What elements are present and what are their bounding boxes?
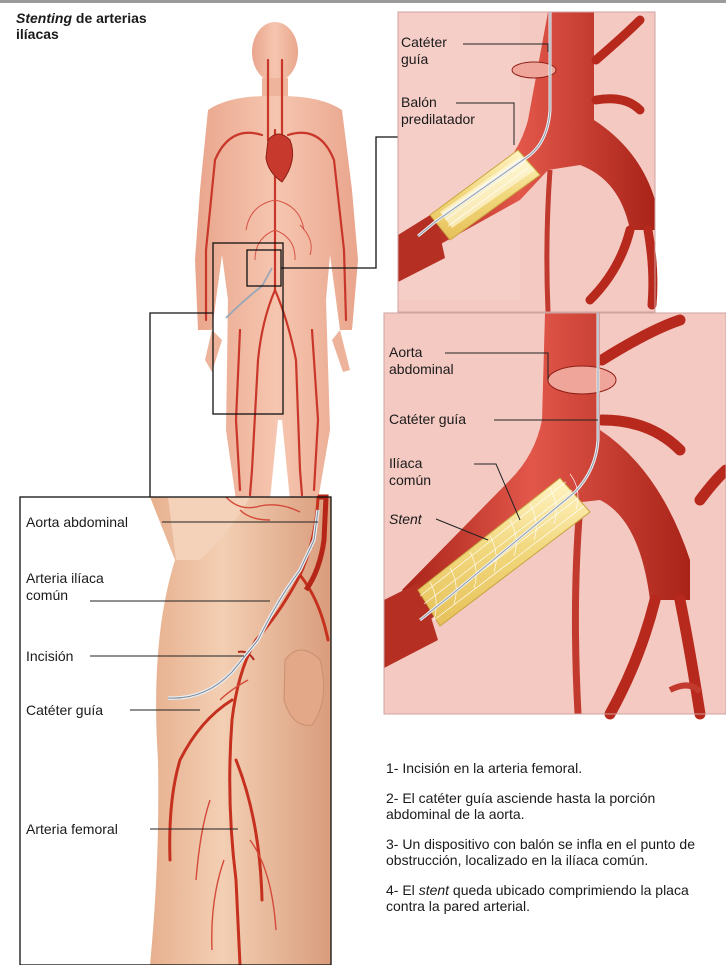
- steps-list: 1- Incisión en la arteria femoral. 2- El…: [386, 760, 721, 928]
- label-arteria-femoral: Arteria femoral: [26, 821, 118, 838]
- label-text: Catéter guía: [389, 411, 466, 427]
- label-text: predilatador: [401, 111, 475, 127]
- label-text: Catéter guía: [26, 702, 103, 718]
- label-iliaca-comun: Ilíaca común: [389, 455, 431, 489]
- label-text: abdominal: [389, 361, 454, 377]
- step-1: 1- Incisión en la arteria femoral.: [386, 760, 721, 776]
- step-3: 3- Un dispositivo con balón se infla en …: [386, 836, 721, 868]
- label-cateter-guia-left: Catéter guía: [26, 702, 103, 719]
- label-cateter-guia-mid: Catéter guía: [389, 411, 466, 428]
- label-stent: Stent: [389, 511, 422, 528]
- label-arteria-iliaca-comun: Arteria ilíaca común: [26, 570, 104, 604]
- label-text: Catéter: [401, 34, 447, 50]
- label-text: Aorta abdominal: [26, 514, 128, 530]
- label-text: guía: [401, 51, 428, 67]
- label-cateter-guia-top: Catéter guía: [401, 34, 447, 68]
- step-4: 4- El stent queda ubicado comprimiendo l…: [386, 882, 721, 914]
- panel-left-leg: [20, 497, 331, 965]
- label-incision: Incisión: [26, 648, 73, 665]
- label-balon-predilatador: Balón predilatador: [401, 94, 475, 128]
- label-aorta-abdominal-left: Aorta abdominal: [26, 514, 128, 531]
- label-text: Stent: [389, 511, 422, 527]
- human-body-figure: [195, 22, 358, 500]
- label-text: Arteria femoral: [26, 821, 118, 837]
- label-aorta-abdominal-mid: Aorta abdominal: [389, 344, 454, 378]
- step-4-italic: stent: [419, 882, 449, 898]
- label-text: Arteria ilíaca: [26, 570, 104, 586]
- step-4-part: 4- El: [386, 882, 419, 898]
- label-text: Ilíaca: [389, 455, 422, 471]
- label-text: común: [26, 587, 68, 603]
- label-text: Aorta: [389, 344, 422, 360]
- label-text: Balón: [401, 94, 437, 110]
- label-text: común: [389, 472, 431, 488]
- step-2: 2- El catéter guía asciende hasta la por…: [386, 790, 721, 822]
- label-text: Incisión: [26, 648, 73, 664]
